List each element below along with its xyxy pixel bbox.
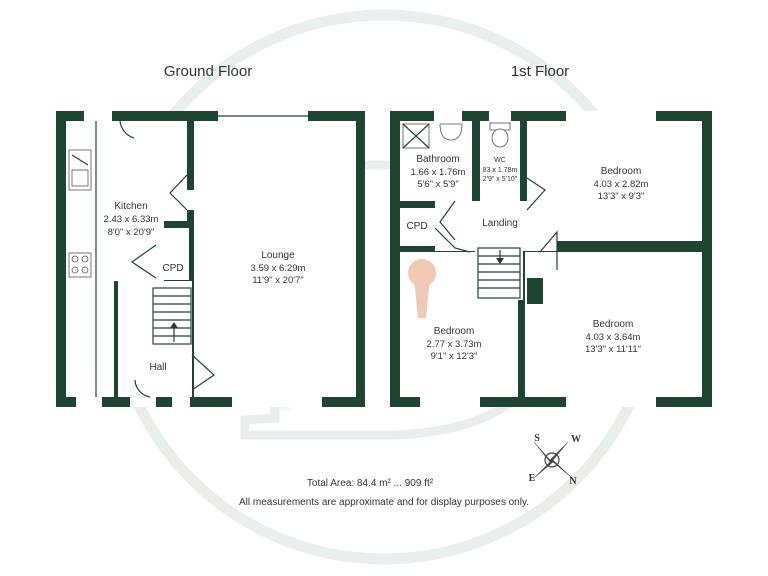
bedroom-left-label: Bedroom [434, 326, 475, 337]
bedroom-top-label: Bedroom [601, 166, 642, 177]
wc-label: WC [494, 157, 506, 164]
kitchen-metric: 2.43 x 6.33m [104, 214, 159, 225]
compass-s: S [534, 433, 540, 444]
first-floor-title: 1st Floor [511, 63, 569, 80]
ground-floor-walls [56, 111, 365, 407]
bedroom-left-metric: 2.77 x 3.73m [427, 339, 482, 350]
ground-floor-labels: Kitchen 2.43 x 6.33m 8'0" x 20'9" Lounge… [104, 201, 306, 373]
first-floor-details [402, 122, 558, 318]
lounge-metric: 3.59 x 6.29m [251, 263, 306, 274]
bathroom-metric: 1.66 x 1.76m [411, 167, 466, 178]
compass-e: E [529, 473, 536, 484]
cpd-first-label: CPD [406, 221, 427, 232]
cpd-ground-label: CPD [162, 263, 183, 274]
bedroom-right-imperial: 13'3" x 11'11" [585, 344, 641, 355]
first-stairs [477, 247, 521, 299]
lounge-label: Lounge [261, 250, 295, 261]
bedroom-left-imperial: 9'1" x 12'3" [431, 351, 478, 362]
bedroom-top-imperial: 13'3" x 9'3" [598, 191, 645, 202]
first-floor-walls [390, 111, 712, 407]
wc-metric: 83 x 1.78m [483, 167, 518, 174]
lounge-imperial: 11'9" x 20'7" [252, 275, 303, 286]
landing-label: Landing [482, 218, 518, 229]
bathroom-imperial: 5'6" x 5'9" [417, 179, 459, 190]
ground-floor-title: Ground Floor [164, 63, 252, 80]
hall-label: Hall [149, 362, 166, 373]
total-area-text: Total Area: 84.4 m² ... 909 ft² [307, 478, 434, 489]
bedroom-top-metric: 4.03 x 2.82m [594, 179, 649, 190]
kitchen-label: Kitchen [114, 201, 147, 212]
wc-imperial: 2'9" x 5'10" [483, 176, 518, 183]
bedroom-right-label: Bedroom [593, 319, 634, 330]
compass-w: W [571, 434, 581, 445]
first-floor-labels: Bathroom 1.66 x 1.76m 5'6" x 5'9" WC 83 … [406, 154, 648, 362]
ground-stairs [152, 287, 192, 345]
kitchen-imperial: 8'0" x 20'9" [108, 227, 155, 238]
bedroom-right-metric: 4.03 x 3.64m [586, 332, 641, 343]
ground-floor-details [68, 115, 308, 398]
keyhole-icon [408, 259, 436, 318]
compass-rose: S W E N [529, 433, 581, 487]
disclaimer-text: All measurements are approximate and for… [239, 497, 529, 508]
bathroom-label: Bathroom [416, 154, 459, 165]
compass-n: N [569, 476, 577, 487]
